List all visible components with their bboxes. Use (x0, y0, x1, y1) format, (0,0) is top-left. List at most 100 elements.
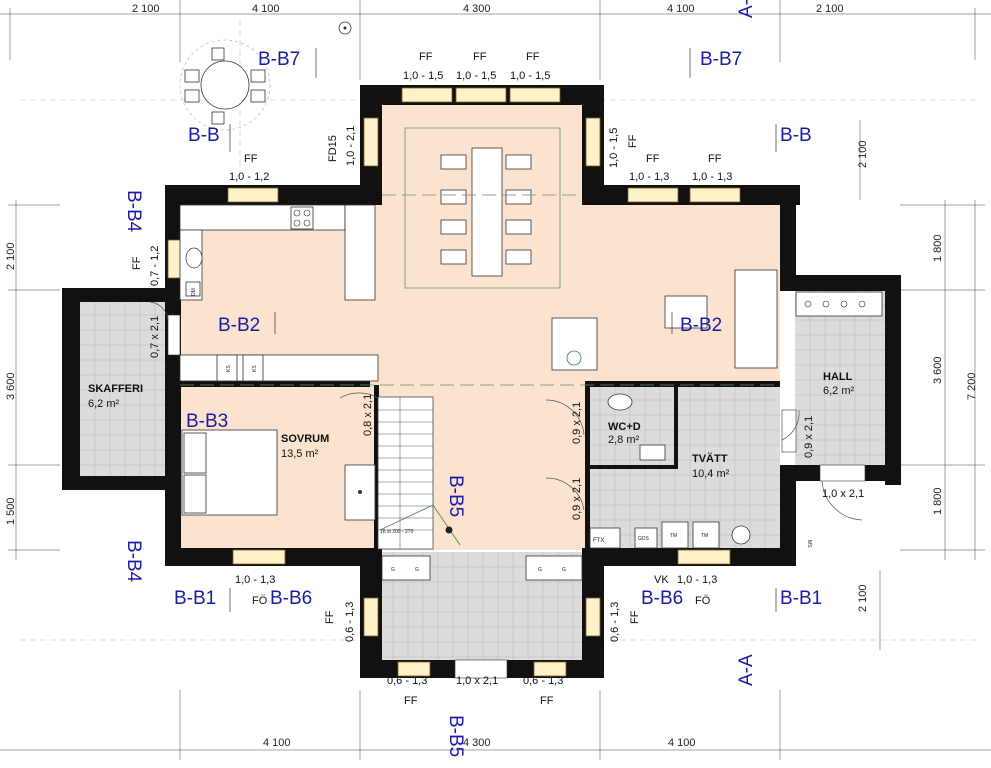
patio-dining-set (179, 21, 352, 131)
stair-note: 16 st 200 - 270 (380, 529, 414, 535)
ff-right-2: FF (708, 153, 722, 165)
ff-left-vert: FF (131, 256, 143, 270)
sovrum-door: 0,8 x 2,1 (362, 394, 374, 436)
dim-top-2: 4 100 (252, 3, 280, 15)
dim-right-porch: 2 100 (857, 584, 869, 612)
dim-right-1: 1 800 (932, 234, 944, 262)
room-labels: SKAFFERI 6,2 m² SOVRUM 13,5 m² WC+D 2,8 … (88, 371, 855, 480)
bedroom-furniture (149, 301, 863, 521)
ks-label-1: KS (226, 365, 232, 372)
section-b-b-left: B-B (188, 125, 220, 146)
fo-right: FÖ (695, 595, 711, 607)
dim-bottom-3: 4 100 (668, 737, 696, 749)
section-b-b5-bottom: B-B5 (445, 715, 466, 757)
room-hall-area: 6,2 m² (823, 385, 855, 397)
section-b-b6-left: B-B6 (270, 588, 312, 609)
section-b-b4-top: B-B4 (123, 190, 144, 233)
washbasin-icon (607, 393, 633, 411)
section-a-a-top: A-A (736, 0, 757, 18)
room-sovrum-name: SOVRUM (281, 433, 329, 445)
tm-label-2: TM (701, 533, 708, 539)
ff-top-2-size: 1,0 - 1,5 (456, 70, 496, 82)
section-b-b7-left: B-B7 (258, 49, 300, 70)
kitchen: DM KS KS (179, 147, 778, 382)
toilet-icon (639, 444, 666, 461)
fireplace-icon (566, 350, 582, 366)
ff-right-vert: FF (627, 134, 639, 148)
ff-right-1-size: 1,0 - 1,3 (629, 171, 669, 183)
room-tvatt-name: TVÄTT (692, 452, 728, 465)
section-b-b1-right: B-B1 (780, 588, 822, 609)
porch-left-vert-size: 0,6 - 1,3 (344, 602, 356, 642)
room-sovrum-area: 13,5 m² (281, 448, 319, 460)
room-wc-area: 2,8 m² (608, 434, 640, 446)
door-mid-2: 0,9 x 2,1 (571, 478, 583, 520)
ff-top-1-size: 1,0 - 1,5 (403, 70, 443, 82)
ms-label: MS (806, 540, 812, 548)
porch-right-vert: FF (629, 610, 641, 624)
door-mid-1: 0,9 x 2,1 (571, 402, 583, 444)
section-b-b3: B-B3 (186, 411, 228, 432)
hall-door: 0,9 x 2,1 (803, 416, 815, 458)
section-b-b6-right: B-B6 (641, 588, 683, 609)
bathroom-fixtures: FTX GDS TM TM MS (589, 393, 812, 549)
section-b-b2-right: B-B2 (680, 315, 722, 336)
room-hall-name: HALL (823, 371, 853, 383)
outdoor-tap-icon (338, 21, 352, 35)
section-b-b4-bottom: B-B4 (123, 540, 144, 583)
sovrum-window: 1,0 - 1,3 (235, 574, 275, 586)
ks-label-2: KS (252, 365, 258, 372)
skafferi-door: 0,7 x 2,1 (149, 316, 161, 358)
hall-ext-door: 1,0 x 2,1 (822, 488, 864, 500)
section-b-b2-left: B-B2 (218, 315, 260, 336)
dim-right-2: 3 600 (932, 356, 944, 384)
tvatt-window: 1,0 - 1,3 (677, 574, 717, 586)
vk-label: VK (654, 574, 669, 586)
ftx-label: FTX (593, 538, 604, 544)
dishwasher-icon (185, 281, 201, 297)
ff-top-2: FF (473, 51, 487, 63)
dim-top-1: 2 100 (132, 3, 160, 15)
dim-bottom-1: 4 100 (263, 737, 291, 749)
tm-label-1: TM (670, 533, 677, 539)
room-tvatt-area: 10,4 m² (692, 468, 730, 480)
room-skafferi-area: 6,2 m² (88, 398, 120, 410)
ff-right-vert-size: 1,0 - 1,5 (608, 128, 620, 168)
g-label-4: G (562, 567, 566, 573)
ff-right-2-size: 1,0 - 1,3 (692, 171, 732, 183)
kitchen-sink-icon (185, 247, 203, 269)
hall-wardrobes (795, 291, 883, 317)
dim-left-2: 3 600 (5, 372, 17, 400)
dim-left-1: 2 100 (5, 242, 17, 270)
g-label-3: G (538, 567, 542, 573)
windows (167, 87, 866, 679)
porch-ff-1: FF (404, 695, 418, 707)
staircase: 16 st 200 - 270 (377, 396, 461, 550)
room-wc-name: WC+D (608, 421, 641, 433)
dim-top-4: 4 100 (667, 3, 695, 15)
dim-right-upper: 2 100 (857, 140, 869, 168)
g-label-1: G (391, 567, 395, 573)
porch-right-vert-size: 0,6 - 1,3 (609, 602, 621, 642)
ff-top-1: FF (419, 51, 433, 63)
dim-top-3: 4 300 (463, 3, 491, 15)
dim-left-3: 1 500 (5, 497, 17, 525)
section-b-b-right: B-B (780, 125, 812, 146)
ff-top-3: FF (526, 51, 540, 63)
dim-top-5: 2 100 (816, 3, 844, 15)
porch-bottom-1: 0,6 - 1,3 (387, 675, 427, 687)
ff-right-1: FF (646, 153, 660, 165)
porch-ff-2: FF (540, 695, 554, 707)
ff-top-3-size: 1,0 - 1,5 (510, 70, 550, 82)
stove-icon (290, 206, 314, 230)
section-b-b1-left: B-B1 (174, 588, 216, 609)
dim-bottom-2: 4 300 (463, 737, 491, 749)
ceiling-lines (180, 127, 780, 386)
dim-right-3: 1 800 (932, 487, 944, 515)
dim-right-total: 7 200 (966, 372, 978, 400)
porch-door: 1,0 x 2,1 (456, 675, 498, 687)
section-a-a-bottom: A-A (736, 654, 757, 686)
room-skafferi-name: SKAFFERI (88, 383, 143, 395)
ff-left-top: FF (244, 153, 258, 165)
